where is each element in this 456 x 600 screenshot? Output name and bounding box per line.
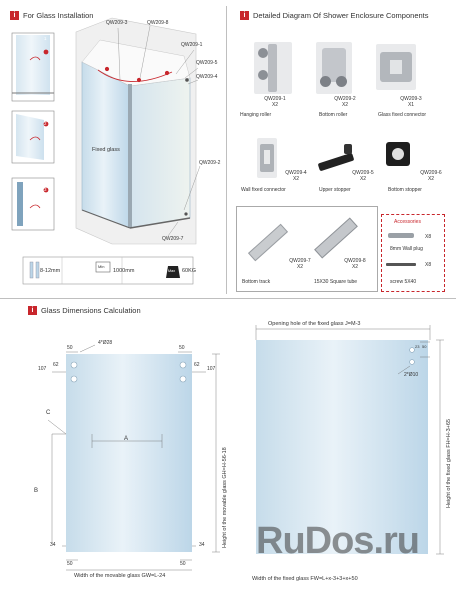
- fixed-glass-label: Fixed glass: [92, 147, 120, 153]
- step-panel-2: [11, 110, 55, 164]
- screw-name: screw 5X40: [390, 279, 417, 285]
- dim-50-left: 50: [67, 345, 73, 351]
- dim-107-right: 107: [207, 366, 216, 372]
- code-qw209-4: QW209-4: [196, 74, 218, 80]
- dim-a: A: [124, 436, 129, 442]
- wall-plug-qty: X8: [425, 234, 432, 240]
- info-badge: i: [240, 11, 249, 20]
- dim-50-right: 50: [179, 345, 185, 351]
- fixed-glass-width: Width of the fixed glass FW=L+x-3+3+x+50: [252, 576, 358, 582]
- step-1-number: 1: [44, 36, 47, 41]
- dim-107-left: 107: [38, 366, 47, 372]
- info-badge: i: [10, 11, 19, 20]
- hole-spec-fixed: 2*Ø10: [404, 372, 419, 378]
- bottom-stopper-name: Bottom stopper: [388, 187, 422, 193]
- installation-title: For Glass Installation: [23, 11, 94, 20]
- track-tube-box: [236, 206, 378, 292]
- upper-stopper-name: Upper stopper: [319, 187, 351, 193]
- glass-fixed-connector-image: [376, 44, 416, 90]
- min-label: Min: [98, 264, 105, 269]
- step-panel-3: [11, 177, 55, 231]
- step-3-number: 3: [44, 187, 47, 192]
- bottom-stopper-image: [384, 138, 414, 176]
- watermark: RuDos.ru: [256, 520, 420, 562]
- installation-header: i For Glass Installation: [10, 11, 93, 20]
- fixed-glass-opening: Opening hole of the fixed glass J=M-3: [268, 321, 361, 327]
- code-qw209-3: QW209-3: [106, 20, 128, 26]
- square-tube-name: 15X30 Square tube: [314, 279, 358, 285]
- step-panel-1: [11, 32, 55, 102]
- dim-b: B: [34, 488, 39, 494]
- code-qw209-1: QW209-1: [181, 42, 203, 48]
- dim-c: C: [46, 410, 51, 416]
- components-header: i Detailed Diagram Of Shower Enclosure C…: [240, 11, 429, 20]
- fixed-glass-height: Height of the fixed glass FH=H-3+65: [446, 419, 452, 508]
- code-qw209-5: QW209-5: [196, 60, 218, 66]
- hanging-roller-image: [254, 42, 292, 94]
- components-title: Detailed Diagram Of Shower Enclosure Com…: [253, 11, 429, 20]
- wall-plug-image: [388, 233, 414, 238]
- screw-image: [386, 263, 416, 266]
- section-divider: [226, 6, 227, 294]
- dimensions-header: i Glass Dimensions Calculation: [28, 306, 141, 315]
- hanging-roller-name: Hanging roller: [240, 112, 272, 118]
- glass-thickness: 8-12mm: [40, 268, 61, 274]
- dim-50-fixed: 50: [422, 344, 427, 349]
- dim-50-bottom-right: 50: [180, 561, 186, 567]
- dimensions-title: Glass Dimensions Calculation: [41, 306, 141, 315]
- code-qw209-2: QW209-2: [199, 160, 221, 166]
- step-2-number: 2: [44, 121, 47, 126]
- wall-plug-name: 8mm Wall plug: [390, 246, 423, 252]
- accessories-title: Accessories: [394, 219, 421, 225]
- movable-glass-width: Width of the movable glass GW=L-24: [74, 573, 166, 579]
- code-qw209-7: QW209-7: [162, 236, 184, 242]
- bottom-roller-name: Bottom roller: [319, 112, 348, 118]
- dim-34-right: 34: [199, 542, 205, 548]
- bottom-track-name: Bottom track: [242, 279, 271, 285]
- wall-fixed-connector-name: Wall fixed connector: [241, 187, 286, 193]
- spec-box: [22, 256, 194, 285]
- hole-spec-movable: 4*Ø28: [98, 340, 113, 346]
- min-width-value: 1000mm: [113, 268, 135, 274]
- max-weight-value: 60KG: [182, 268, 197, 274]
- movable-glass-height: Height of the movable glass GH=H-56-18: [222, 447, 228, 548]
- info-badge: i: [28, 306, 37, 315]
- code-qw209-8: QW209-8: [147, 20, 169, 26]
- accessories-box: [381, 214, 445, 292]
- dim-34-left: 34: [50, 542, 56, 548]
- screw-qty: X8: [425, 262, 432, 268]
- dim-23: 23: [415, 344, 420, 349]
- horizontal-divider: [0, 298, 456, 299]
- wall-fixed-connector-image: [257, 138, 277, 178]
- dim-62-left: 62: [53, 362, 59, 368]
- movable-glass-panel: [66, 354, 192, 552]
- fixed-glass-panel: [256, 340, 428, 554]
- enclosure-illustration: [75, 17, 201, 245]
- max-label: Max: [168, 269, 176, 273]
- dim-50-bottom-left: 50: [67, 561, 73, 567]
- upper-stopper-image: [316, 140, 360, 180]
- bottom-roller-image: [316, 42, 352, 94]
- dim-62-right: 62: [194, 362, 200, 368]
- glass-fixed-connector-name: Glass fixed connector: [378, 112, 427, 118]
